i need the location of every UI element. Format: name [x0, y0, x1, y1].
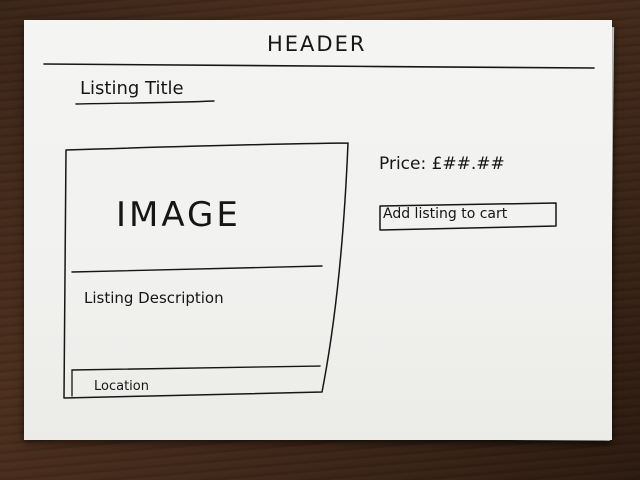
listing-description: Listing Description: [84, 289, 224, 307]
add-to-cart-button[interactable]: Add listing to cart: [383, 206, 508, 222]
header-label: HEADER: [267, 32, 367, 56]
listing-title: Listing Title: [80, 78, 184, 99]
image-placeholder-label: IMAGE: [116, 195, 241, 235]
price-label: Price: £##.##: [379, 154, 505, 174]
location-label: Location: [94, 379, 149, 394]
